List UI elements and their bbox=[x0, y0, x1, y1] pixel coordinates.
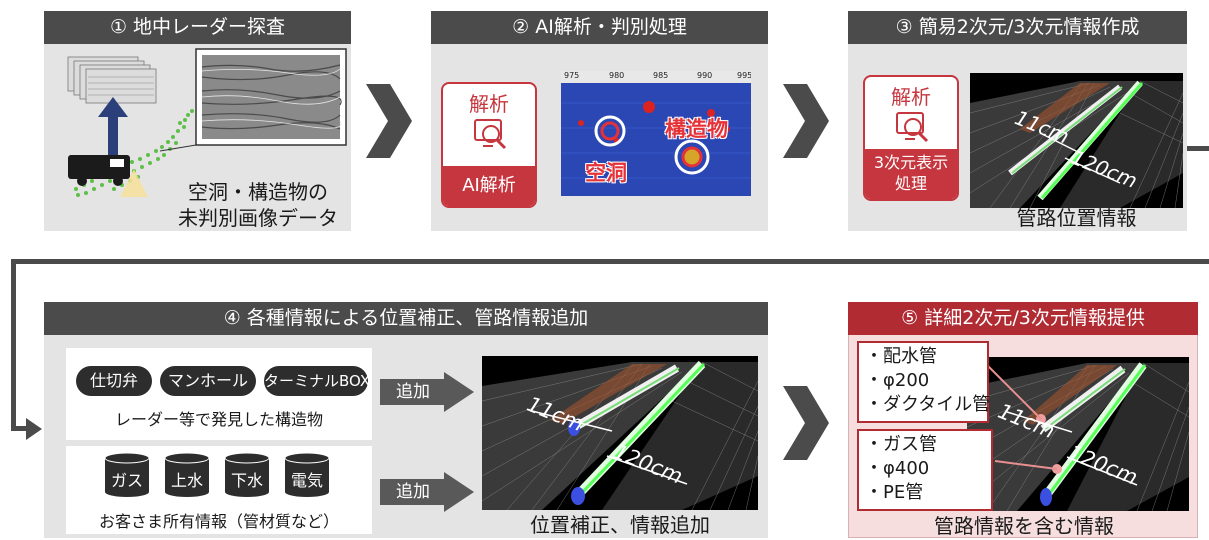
3d-pipe-view-detailed: 11cm 120cm bbox=[967, 357, 1189, 511]
cylinder-water-label: 上水 bbox=[170, 471, 203, 490]
step1-title: ① 地中レーダー探査 bbox=[44, 11, 351, 44]
cylinder-sewer-label: 下水 bbox=[230, 471, 263, 490]
ai-icon-bottom-label: AI解析 bbox=[443, 166, 535, 206]
cylinder-electric-label: 電気 bbox=[290, 471, 323, 490]
arrow-step1-to-2 bbox=[366, 84, 412, 158]
water-pipe-type: ・配水管 bbox=[865, 346, 937, 367]
flow-line-horizontal bbox=[11, 259, 1209, 264]
cylinder-gas: ガス bbox=[104, 452, 150, 498]
magnifier-icon bbox=[896, 112, 929, 143]
structures-box: 仕切弁 マンホール ターミナルBOX レーダー等で発見した構造物 bbox=[66, 348, 372, 440]
pill-terminal-box: ターミナルBOX bbox=[264, 366, 370, 396]
water-pipe-diameter: ・φ200 bbox=[865, 370, 930, 391]
pill-manhole: マンホール bbox=[160, 366, 256, 396]
step4-title: ④ 各種情報による位置補正、管路情報追加 bbox=[44, 302, 768, 335]
distance-scale: 975 980 985 990 995 bbox=[561, 71, 751, 83]
step3-title: ③ 簡易2次元/3次元情報作成 bbox=[848, 11, 1187, 44]
cylinder-water: 上水 bbox=[164, 452, 210, 498]
3d-processing-icon: 解析 3次元表示 処理 bbox=[863, 75, 959, 201]
step5-title: ⑤ 詳細2次元/3次元情報提供 bbox=[848, 302, 1198, 335]
radar-detection-svg bbox=[561, 83, 751, 196]
pill-valve: 仕切弁 bbox=[76, 366, 152, 396]
magnifier-icon bbox=[474, 119, 507, 150]
gas-pipe-material: ・PE管 bbox=[865, 482, 924, 503]
arrow-step4-to-5 bbox=[783, 386, 829, 460]
step1-panel: ① 地中レーダー探査 bbox=[44, 11, 351, 231]
flow-line-bottom bbox=[11, 426, 29, 431]
3d-icon-bottom-line1: 3次元表示 bbox=[873, 153, 949, 172]
water-pipe-material: ・ダクタイル管 bbox=[865, 394, 991, 415]
3d-pipe-view: 11cm 120cm bbox=[970, 73, 1183, 208]
flow-line-right-stub bbox=[1186, 146, 1209, 151]
callout-leaders bbox=[986, 364, 1058, 470]
gas-pipe-diameter: ・φ400 bbox=[865, 458, 930, 479]
cylinder-sewer: 下水 bbox=[224, 452, 270, 498]
flow-line-vertical bbox=[11, 259, 16, 431]
step3-caption: 管路位置情報 bbox=[1016, 206, 1137, 230]
add-label-2: 追加 bbox=[380, 479, 446, 505]
gas-pipe-type: ・ガス管 bbox=[865, 434, 937, 455]
add-label-1: 追加 bbox=[380, 379, 446, 405]
add-arrow-structures: 追加 bbox=[380, 372, 476, 412]
utilities-caption: お客さま所有情報（管材質など） bbox=[98, 512, 339, 531]
scale-tick-0: 975 bbox=[564, 71, 580, 80]
3d-icon-top-label: 解析 bbox=[891, 85, 931, 109]
3d-pipe-scene bbox=[970, 73, 1183, 208]
add-arrow-utilities: 追加 bbox=[380, 472, 476, 512]
structures-caption: レーダー等で発見した構造物 bbox=[114, 410, 323, 429]
arrow-step2-to-3 bbox=[783, 84, 829, 158]
utilities-box: ガス 上水 下水 電気 お客さま所有情報（管材質など） bbox=[66, 446, 372, 534]
3d-pipe-scene bbox=[967, 357, 1189, 511]
step2-title: ② AI解析・判別処理 bbox=[431, 11, 768, 44]
3d-pipe-view-corrected: 11cm 120cm bbox=[482, 356, 758, 510]
step1-caption-line2: 未判別画像データ bbox=[178, 206, 338, 230]
step5-caption: 管路情報を含む情報 bbox=[934, 514, 1114, 538]
ai-analysis-icon: 解析 AI解析 bbox=[441, 82, 537, 208]
step4-caption: 位置補正、情報追加 bbox=[530, 513, 710, 537]
3d-icon-bottom-line2: 処理 bbox=[894, 174, 927, 193]
scale-tick-4: 995 bbox=[737, 71, 751, 80]
step3-panel: ③ 簡易2次元/3次元情報作成 解析 3次元表示 処理 bbox=[848, 11, 1187, 231]
flow-arrowhead bbox=[26, 418, 42, 440]
scale-tick-2: 985 bbox=[653, 71, 669, 80]
cylinder-gas-label: ガス bbox=[110, 471, 143, 490]
label-cavity: 空洞 bbox=[585, 161, 627, 185]
scale-tick-3: 990 bbox=[697, 71, 713, 80]
ai-icon-top-label: 解析 bbox=[469, 92, 509, 116]
3d-icon-bottom: 3次元表示 処理 bbox=[865, 149, 957, 199]
ai-detection-image: 975 980 985 990 995 空洞 構造物 bbox=[561, 71, 751, 196]
scale-tick-1: 980 bbox=[609, 71, 625, 80]
step4-panel: ④ 各種情報による位置補正、管路情報追加 仕切弁 マンホール ターミナルBOX … bbox=[44, 302, 768, 538]
step1-caption-line1: 空洞・構造物の bbox=[188, 180, 328, 204]
radar-survey-illustration bbox=[67, 48, 347, 197]
label-structure: 構造物 bbox=[665, 117, 728, 141]
step2-panel: ② AI解析・判別処理 解析 AI解析 975 980 985 990 995 … bbox=[431, 11, 768, 231]
gas-pipe-info: ・ガス管 ・φ400 ・PE管 bbox=[857, 429, 993, 511]
3d-pipe-scene bbox=[482, 356, 758, 510]
water-pipe-info: ・配水管 ・φ200 ・ダクタイル管 bbox=[857, 341, 991, 423]
step5-panel: ⑤ 詳細2次元/3次元情報提供 11cm 120cm bbox=[848, 302, 1198, 538]
cylinder-electric: 電気 bbox=[284, 452, 330, 498]
